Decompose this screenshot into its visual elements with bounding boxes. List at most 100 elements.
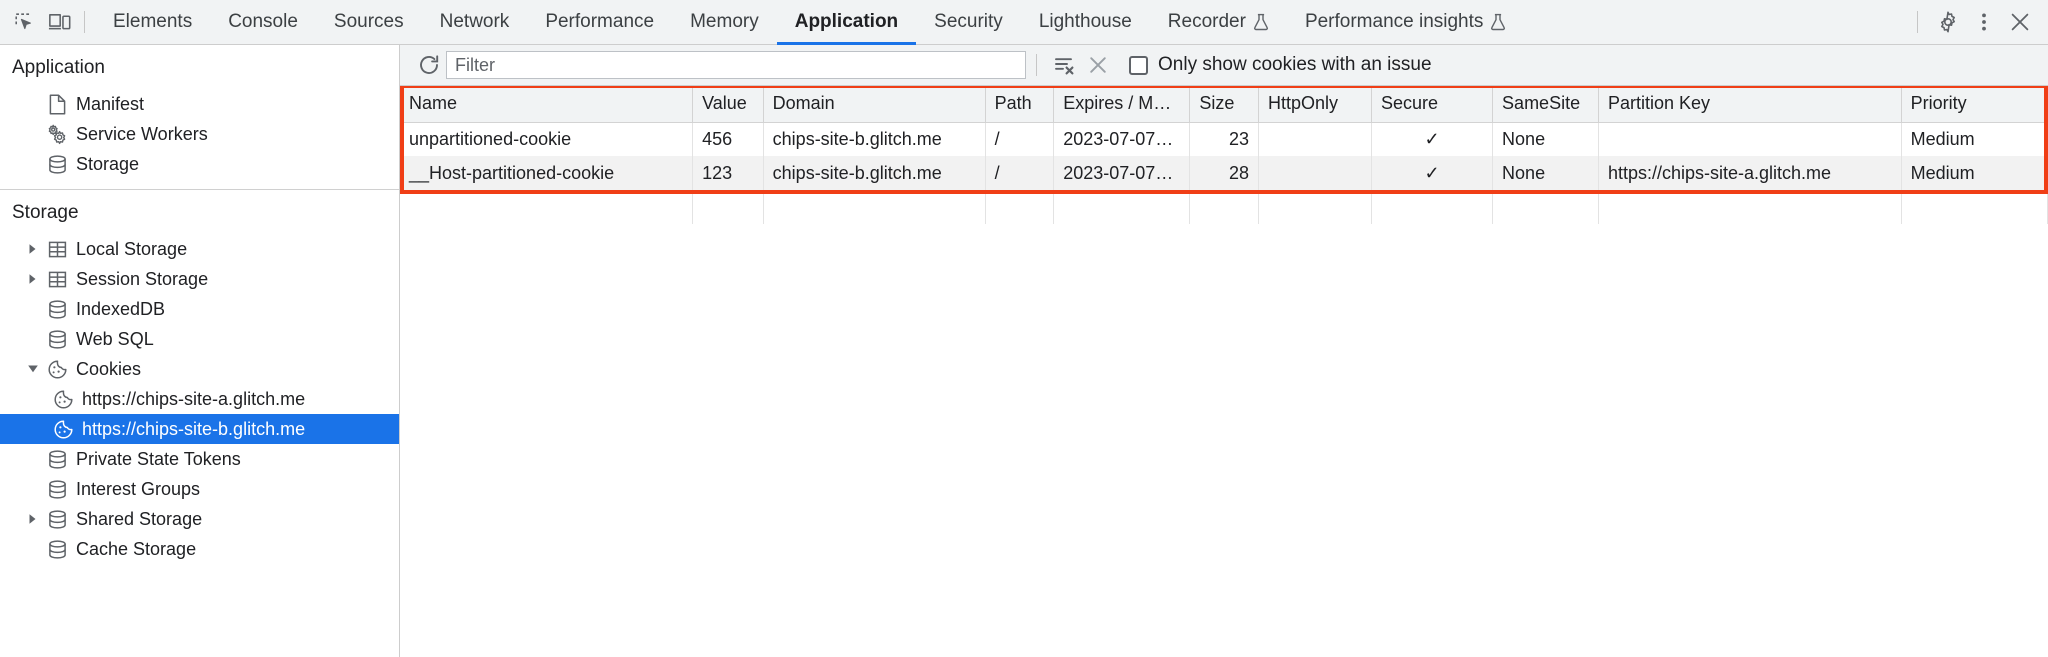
device-toolbar-icon[interactable]: [42, 5, 78, 39]
cell-domain: chips-site-b.glitch.me: [763, 156, 986, 190]
tab-memory[interactable]: Memory: [672, 0, 777, 45]
tab-performance[interactable]: Performance: [527, 0, 672, 45]
chevron-right-icon[interactable]: [22, 243, 44, 255]
tab-elements[interactable]: Elements: [95, 0, 210, 45]
sidebar-item-manifest[interactable]: Manifest: [0, 89, 399, 119]
cell-priority: Medium: [1901, 122, 2048, 156]
tab-security[interactable]: Security: [916, 0, 1021, 45]
cell-size: 23: [1189, 122, 1259, 156]
devtools-body: Application Manifest: [0, 45, 2048, 657]
sidebar-item-label: Manifest: [76, 94, 145, 114]
tab-label: Recorder: [1167, 11, 1246, 32]
tab-label: Network: [439, 11, 510, 32]
cell-size: 28: [1189, 156, 1259, 190]
toolbar-divider: [1917, 11, 1918, 33]
cell-httponly: [1258, 122, 1372, 156]
cookies-panel: Only show cookies with an issue Name Val…: [400, 45, 2048, 657]
sidebar-item-label: https://chips-site-a.glitch.me: [82, 389, 306, 409]
column-header-path[interactable]: Path: [985, 86, 1055, 123]
tab-label: Memory: [690, 11, 759, 32]
column-header-domain[interactable]: Domain: [763, 86, 986, 123]
gear-icon[interactable]: [1930, 5, 1966, 39]
column-header-name[interactable]: Name: [400, 86, 694, 123]
database-icon: [44, 329, 70, 350]
sidebar-section-title: Application: [12, 57, 105, 78]
only-show-issues-checkbox[interactable]: [1129, 55, 1148, 75]
cell-expires: 2023-07-07…: [1053, 122, 1191, 156]
sidebar-item-cookies-chips-site-b[interactable]: https://chips-site-b.glitch.me: [0, 414, 399, 444]
sidebar-item-label: Web SQL: [76, 329, 154, 349]
sidebar-item-web-sql[interactable]: Web SQL: [0, 324, 399, 354]
sidebar-item-shared-storage[interactable]: Shared Storage: [0, 504, 399, 534]
sidebar-item-storage[interactable]: Storage: [0, 149, 399, 179]
table-row[interactable]: __Host-partitioned-cookie 123 chips-site…: [400, 156, 2048, 190]
database-icon: [44, 479, 70, 500]
sidebar-item-label: Shared Storage: [76, 509, 203, 529]
tab-lighthouse[interactable]: Lighthouse: [1021, 0, 1150, 45]
kebab-menu-icon[interactable]: [1966, 5, 2002, 39]
database-icon: [44, 449, 70, 470]
column-header-value[interactable]: Value: [692, 86, 764, 123]
refresh-icon[interactable]: [412, 50, 446, 80]
search-input[interactable]: [446, 51, 1026, 79]
sidebar-item-interest-groups[interactable]: Interest Groups: [0, 474, 399, 504]
tab-performance-insights[interactable]: Performance insights: [1287, 0, 1524, 45]
column-header-secure[interactable]: Secure: [1371, 86, 1494, 123]
sidebar-item-cookies[interactable]: Cookies: [0, 354, 399, 384]
cell-httponly: [1258, 156, 1372, 190]
cookies-table-container: Name Value Domain Path Expires / M… Size…: [400, 86, 2048, 657]
tab-application[interactable]: Application: [776, 0, 917, 45]
clear-filtered-cookies-icon[interactable]: [1047, 50, 1081, 80]
tab-label: Performance insights: [1304, 11, 1484, 32]
tab-recorder[interactable]: Recorder: [1150, 0, 1287, 45]
column-header-priority[interactable]: Priority: [1901, 86, 2048, 123]
sidebar-item-label: Storage: [76, 154, 140, 174]
sidebar-divider: [0, 189, 399, 190]
sidebar-item-label: IndexedDB: [76, 299, 166, 319]
chevron-right-icon[interactable]: [22, 513, 44, 525]
table-empty-area: [400, 190, 2048, 224]
gears-icon: [44, 123, 70, 145]
column-header-samesite[interactable]: SameSite: [1492, 86, 1599, 123]
cell-priority: Medium: [1901, 156, 2048, 190]
close-icon[interactable]: [2002, 5, 2038, 39]
cookie-icon: [50, 389, 76, 410]
sidebar-item-label: Private State Tokens: [76, 449, 241, 469]
clear-all-cookies-icon[interactable]: [1081, 50, 1115, 80]
tab-sources[interactable]: Sources: [316, 0, 422, 45]
sidebar-item-label: Cookies: [76, 359, 142, 379]
tab-label: Sources: [333, 11, 404, 32]
sidebar-item-session-storage[interactable]: Session Storage: [0, 264, 399, 294]
tab-network[interactable]: Network: [422, 0, 528, 45]
database-icon: [44, 509, 70, 530]
column-header-partition-key[interactable]: Partition Key: [1598, 86, 1902, 123]
cookie-icon: [50, 419, 76, 440]
cell-expires: 2023-07-07…: [1053, 156, 1191, 190]
sidebar-item-local-storage[interactable]: Local Storage: [0, 234, 399, 264]
panel-tab-list: Elements Console Sources Network Perform…: [95, 0, 1524, 45]
tab-console[interactable]: Console: [210, 0, 316, 45]
only-show-issues-checkbox-row[interactable]: Only show cookies with an issue: [1129, 54, 1432, 76]
table-row[interactable]: unpartitioned-cookie 456 chips-site-b.gl…: [400, 122, 2048, 156]
cell-secure: ✓: [1371, 122, 1494, 156]
sidebar-item-private-state-tokens[interactable]: Private State Tokens: [0, 444, 399, 474]
sidebar-item-cookies-chips-site-a[interactable]: https://chips-site-a.glitch.me: [0, 384, 399, 414]
table-header-row: Name Value Domain Path Expires / M… Size…: [400, 86, 2048, 123]
database-icon: [44, 154, 70, 175]
inspect-cursor-icon[interactable]: [6, 5, 42, 39]
sidebar-item-service-workers[interactable]: Service Workers: [0, 119, 399, 149]
cookies-filter-toolbar: Only show cookies with an issue: [400, 45, 2048, 86]
experiment-flask-icon: [1253, 13, 1269, 31]
cookie-icon: [44, 359, 70, 380]
sidebar-item-indexeddb[interactable]: IndexedDB: [0, 294, 399, 324]
sidebar-item-cache-storage[interactable]: Cache Storage: [0, 534, 399, 564]
chevron-right-icon[interactable]: [22, 273, 44, 285]
column-header-httponly[interactable]: HttpOnly: [1258, 86, 1372, 123]
column-header-expires[interactable]: Expires / M…: [1053, 86, 1191, 123]
database-icon: [44, 539, 70, 560]
chevron-down-icon[interactable]: [22, 364, 44, 374]
cell-value: 123: [692, 156, 764, 190]
column-header-size[interactable]: Size: [1189, 86, 1259, 123]
cell-path: /: [985, 122, 1055, 156]
